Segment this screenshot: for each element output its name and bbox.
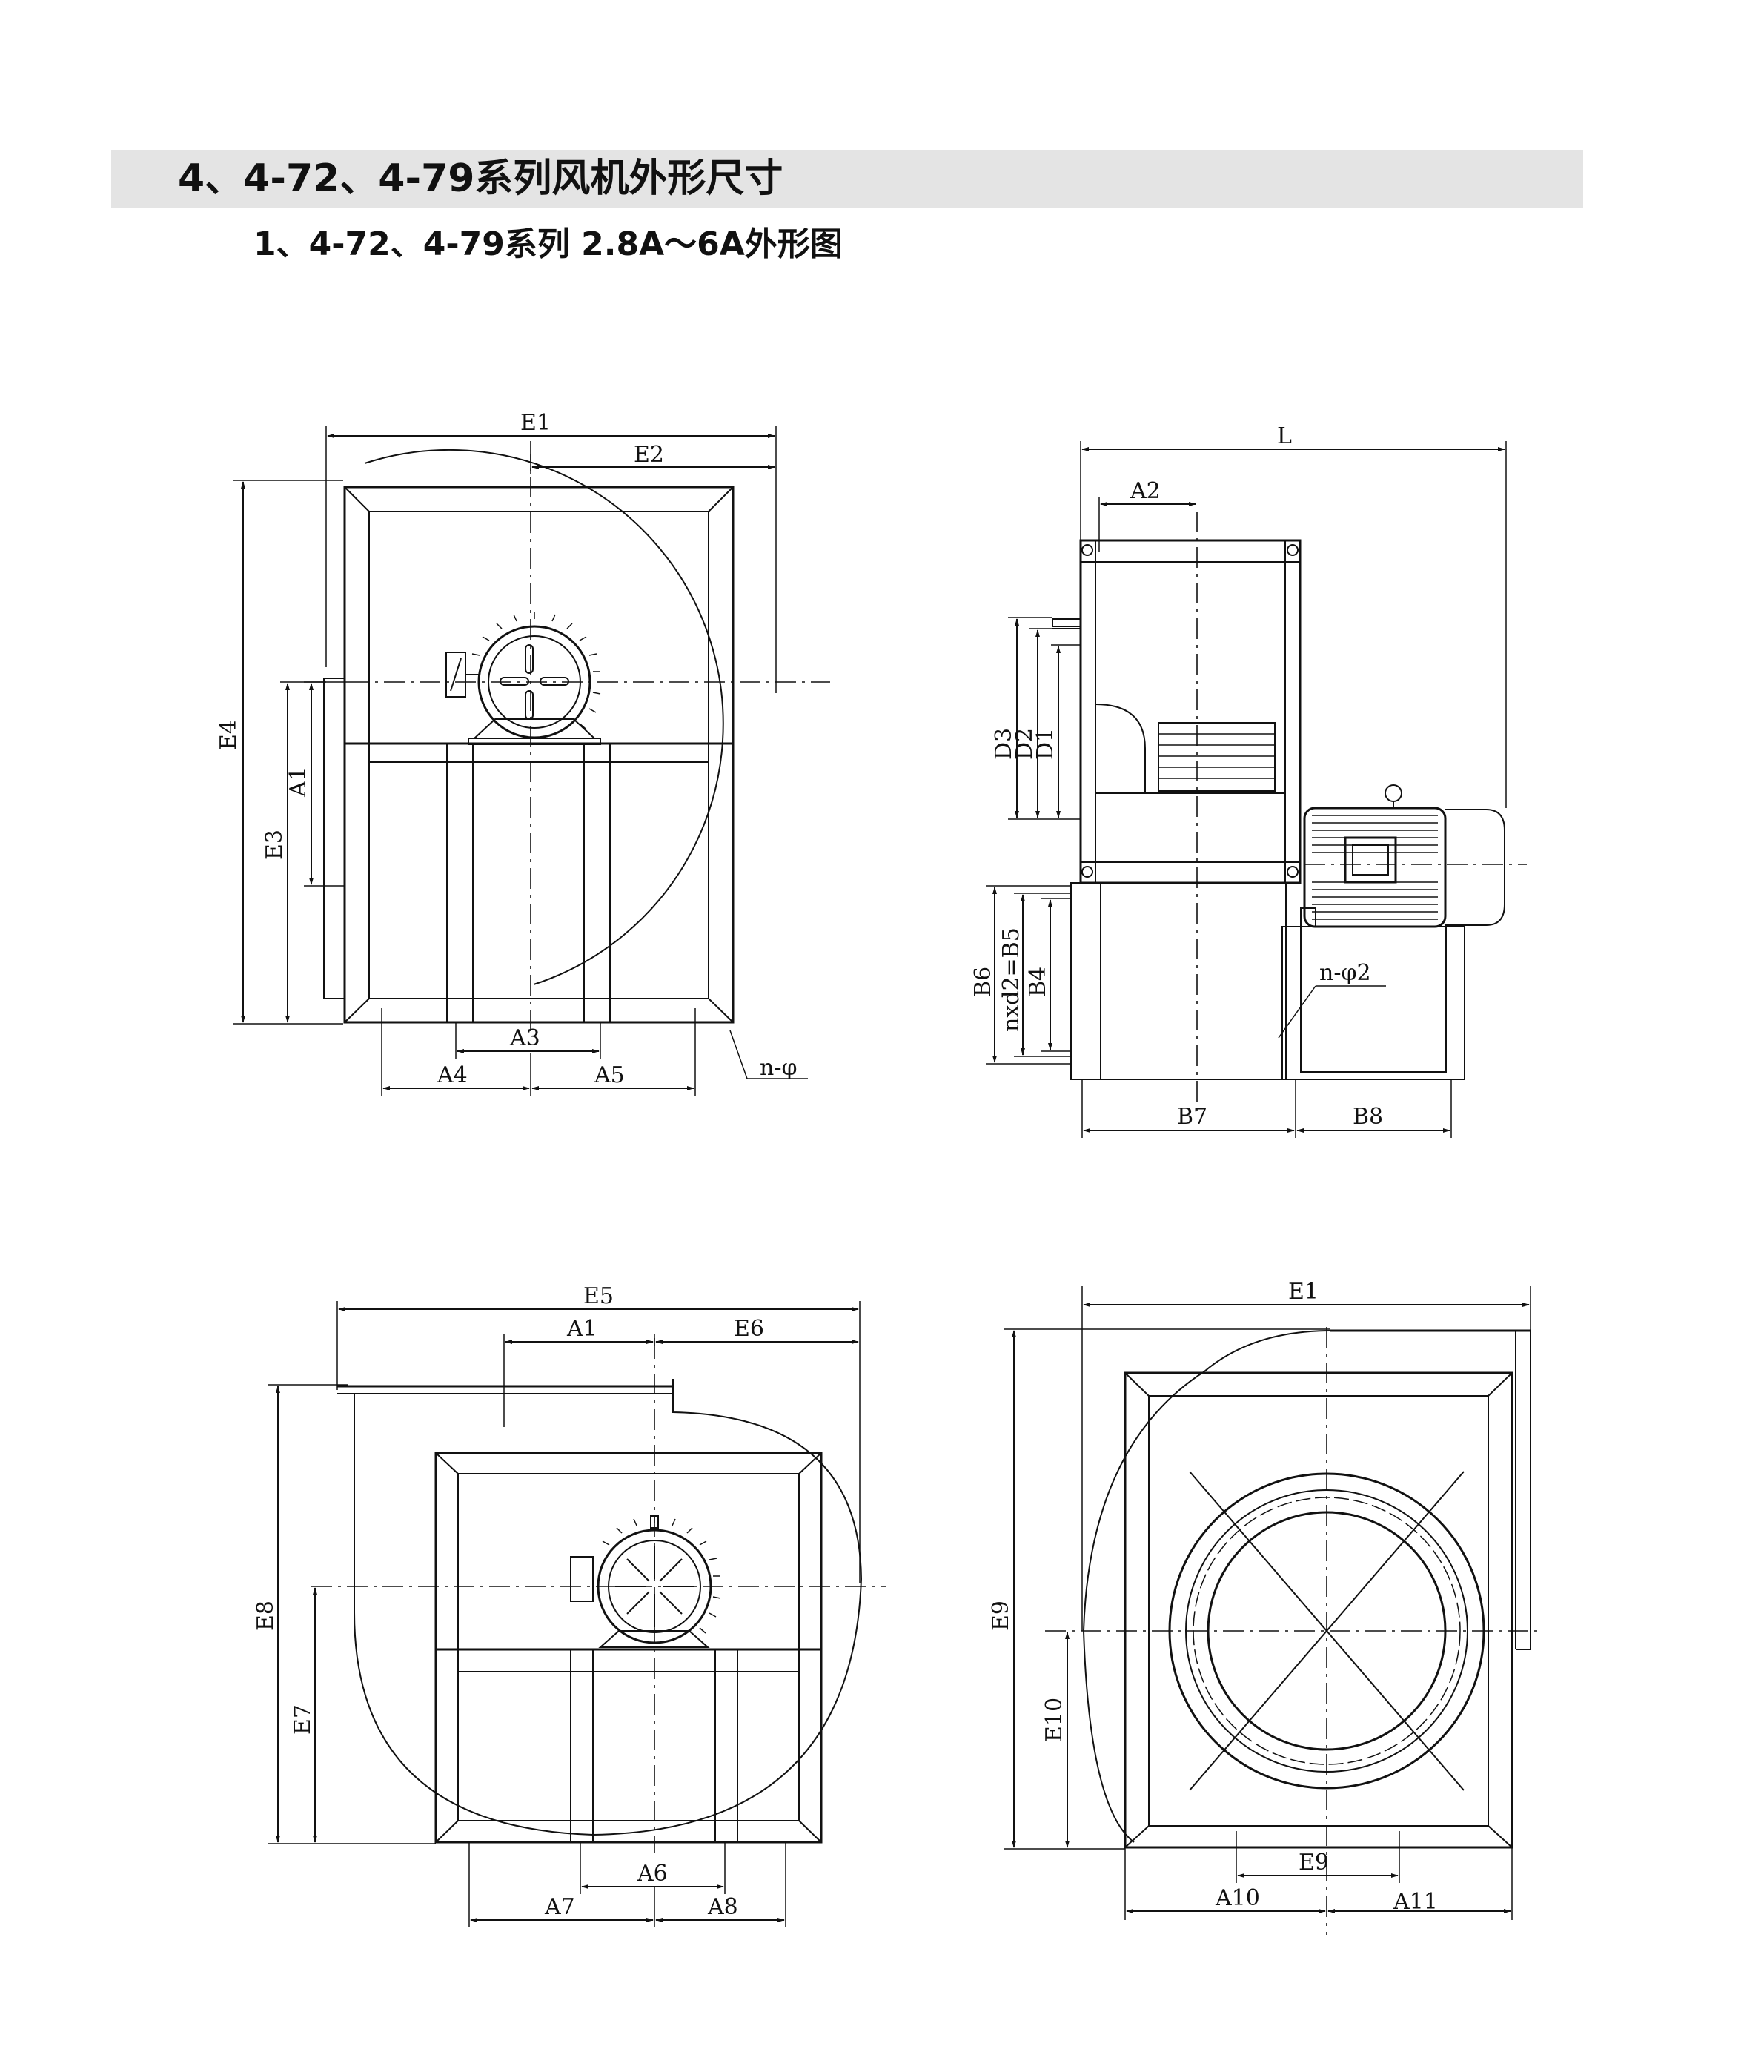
rear-view: E5 A1 E6 E8 E7 A6 A7 A8 (253, 1283, 886, 1927)
inlet-view: E1 E9 E10 E9 A10 A11 (988, 1279, 1542, 1935)
dim-label-a2: A2 (1130, 478, 1161, 504)
dim-label-d1: D1 (1032, 728, 1058, 760)
rear-volute-outline (354, 1393, 863, 1836)
dim-label-e3: E3 (262, 830, 288, 860)
rear-frame-inner (457, 1473, 800, 1821)
dim-label-d3: D3 (991, 728, 1017, 760)
dim-label-l: L (1277, 423, 1292, 449)
dim-label-e8: E8 (253, 1601, 279, 1631)
dim-label-a8: A8 (707, 1894, 738, 1920)
dim-label-a10: A10 (1215, 1885, 1260, 1911)
front-motor (445, 612, 601, 745)
side-motor (1300, 784, 1505, 928)
title-banner (111, 150, 1583, 208)
dim-label-b5: nxd2=B5 (998, 927, 1024, 1032)
front-view: E1 E2 E4 E3 A1 A3 A4 A5 n-φ (216, 410, 830, 1096)
side-base (1070, 882, 1101, 1080)
dim-label-a11: A11 (1393, 1889, 1438, 1915)
dim-label-b7: B7 (1177, 1104, 1207, 1130)
front-base-support (446, 743, 611, 1023)
dim-label-e2: E2 (634, 442, 664, 468)
side-view: L A2 D3 D2 D1 B6 nxd2=B5 B4 B7 B8 (970, 423, 1527, 1138)
side-motor-base (1281, 926, 1465, 1080)
rear-motor (570, 1515, 721, 1648)
side-housing (1079, 539, 1302, 884)
front-hole-note: n-φ (760, 1055, 797, 1081)
dim-label-a1: A1 (285, 767, 311, 798)
inlet-frame-inner (1148, 1395, 1489, 1827)
dim-label-e9-bottom: E9 (1299, 1850, 1329, 1876)
dim-label-a3: A3 (509, 1025, 540, 1051)
dim-label-a4: A4 (437, 1062, 468, 1088)
dim-label-d2: D2 (1012, 728, 1038, 760)
dim-label-e10: E10 (1041, 1698, 1067, 1742)
dim-label-b6: B6 (970, 967, 996, 997)
side-hole-note: n-φ2 (1319, 960, 1371, 986)
front-frame-inner (368, 511, 709, 999)
page-subtitle: 1、4-72、4-79系列 2.8A～6A外形图 (253, 225, 843, 263)
dim-label-e1-inlet: E1 (1288, 1279, 1319, 1305)
dim-label-b8: B8 (1353, 1104, 1383, 1130)
dim-label-e6: E6 (734, 1316, 764, 1342)
dim-label-a7: A7 (544, 1894, 575, 1920)
dim-label-e1: E1 (520, 410, 551, 436)
dim-label-e9: E9 (988, 1601, 1014, 1631)
inlet-frame-outer (1124, 1371, 1513, 1849)
dim-label-a5: A5 (594, 1062, 625, 1088)
dim-label-a6: A6 (637, 1861, 668, 1887)
dim-label-e5: E5 (583, 1283, 614, 1309)
front-volute-outline (364, 449, 724, 985)
dim-label-a1-rear: A1 (566, 1316, 597, 1342)
page-title: 4、4-72、4-79系列风机外形尺寸 (178, 156, 783, 201)
inlet-volute-outline (1082, 1371, 1205, 1843)
dim-label-e4: E4 (216, 720, 242, 750)
dim-label-b4: B4 (1025, 967, 1051, 997)
dim-label-e7: E7 (290, 1704, 316, 1735)
